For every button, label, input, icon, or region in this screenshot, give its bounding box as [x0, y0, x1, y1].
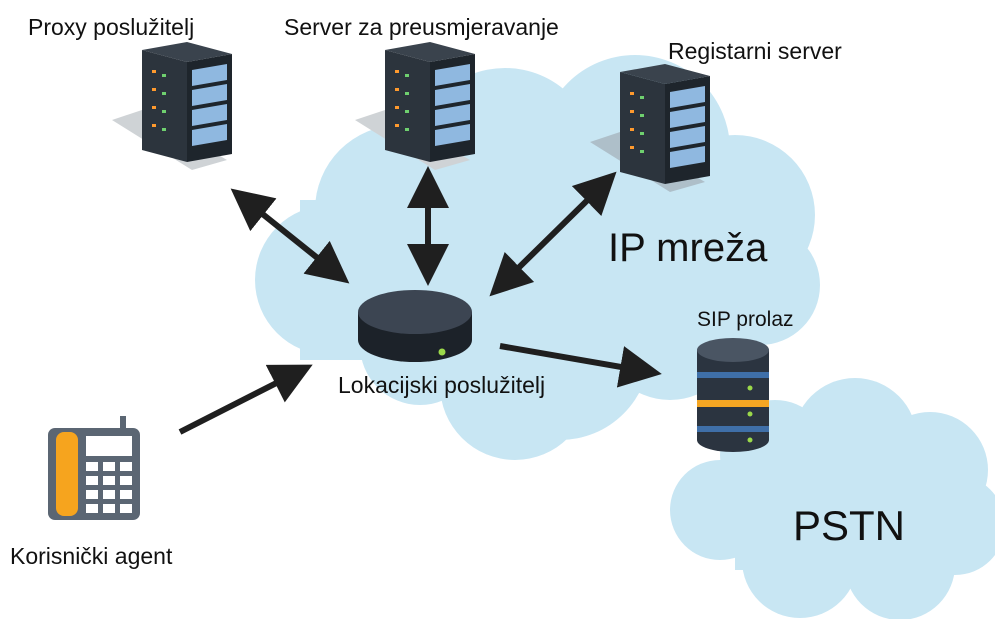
ip-network-label: IP mreža	[608, 226, 768, 270]
desk-phone-icon	[48, 416, 140, 520]
arrow-registrar-location	[489, 171, 617, 297]
redirect-server-label: Server za preusmjeravanje	[284, 14, 559, 40]
location-server-disc-icon	[358, 290, 472, 362]
sip-gateway-database-icon	[697, 338, 769, 452]
registrar-server-label: Registarni server	[668, 38, 842, 64]
proxy-server-rack-icon	[112, 42, 232, 170]
redirect-server-rack-icon	[355, 42, 475, 170]
pstn-label: PSTN	[793, 502, 906, 549]
arrow-proxy-location	[230, 188, 350, 284]
sip-gateway-label: SIP prolaz	[697, 308, 794, 331]
location-server-label: Lokacijski poslužitelj	[338, 372, 546, 398]
registrar-server-rack-icon	[590, 64, 710, 192]
user-agent-label: Korisnički agent	[10, 543, 173, 569]
arrow-location-sip-gateway	[499, 343, 662, 388]
proxy-server-label: Proxy poslužitelj	[28, 14, 195, 40]
arrow-agent-location	[178, 364, 313, 435]
